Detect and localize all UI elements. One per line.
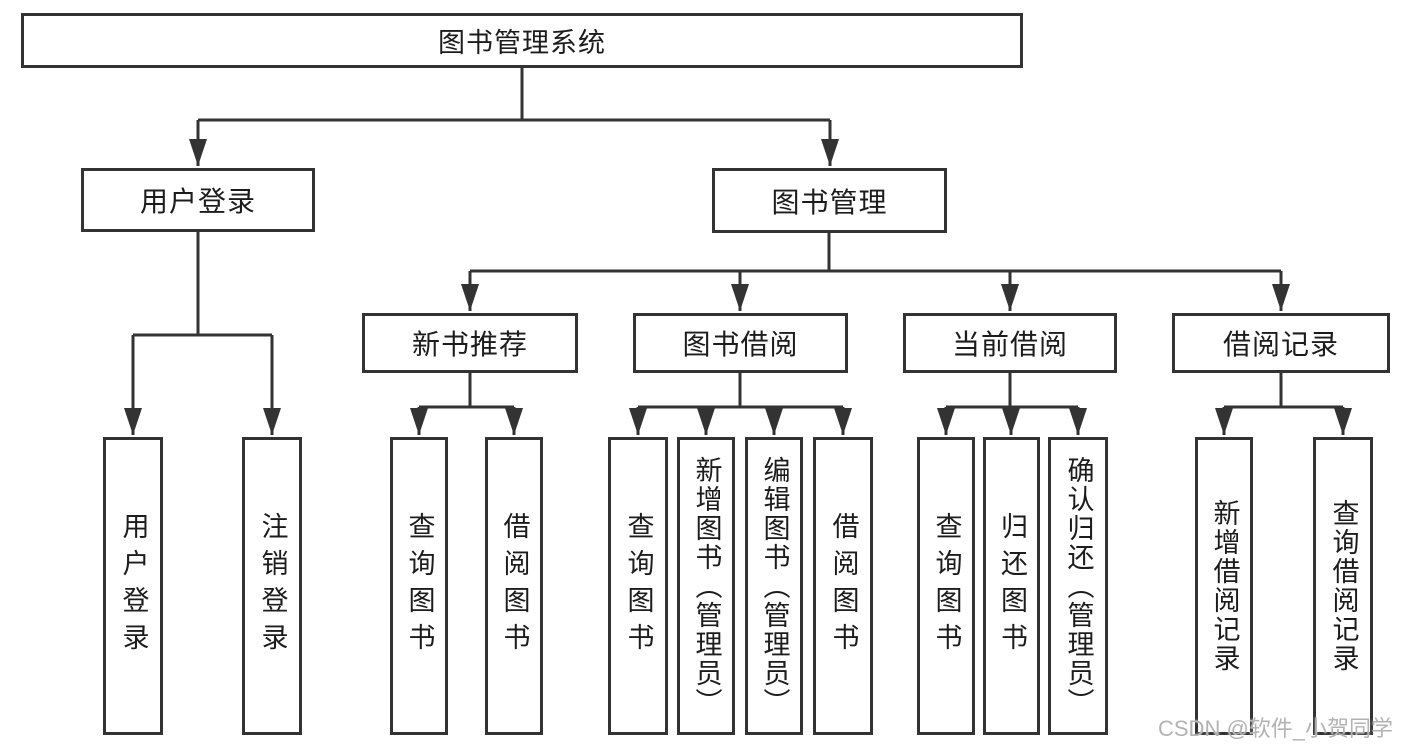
leaf-borrow-books: 借阅图书: [813, 437, 873, 735]
csdn-watermark: CSDN @软件_小贺同学: [1158, 716, 1394, 741]
leaf-query-borrow-record: 查询借阅记录: [1313, 437, 1373, 735]
leaf-confirm-return-admin: 确认归还（管理员）: [1048, 437, 1108, 735]
leaf-query-books-recommend: 查询图书: [390, 437, 448, 735]
leaf-add-book-admin: 新增图书（管理员）: [677, 437, 735, 735]
node-label: 新增图书（管理员）: [691, 455, 722, 717]
leaf-query-books-borrow: 查询图书: [608, 437, 668, 735]
node-label: 新书推荐: [411, 329, 528, 360]
node-label: 用户登录: [139, 186, 256, 217]
node-label: 归还图书: [997, 512, 1027, 660]
node-library-system: 图书管理系统: [21, 13, 1023, 68]
node-label: 注销登录: [257, 512, 288, 660]
leaf-borrow-books-recommend: 借阅图书: [485, 437, 543, 735]
node-borrow-records: 借阅记录: [1172, 313, 1390, 373]
node-label: 图书借阅: [682, 329, 799, 360]
leaf-user-login: 用户登录: [103, 437, 163, 735]
node-label: 用户登录: [118, 512, 149, 660]
node-book-management: 图书管理: [712, 168, 947, 233]
node-user-login: 用户登录: [81, 168, 315, 232]
node-label: 当前借阅: [951, 329, 1068, 360]
node-label: 查询图书: [623, 512, 654, 660]
node-label: 确认归还（管理员）: [1063, 455, 1094, 717]
leaf-query-books-current: 查询图书: [917, 437, 975, 735]
node-book-borrow: 图书借阅: [633, 313, 848, 373]
node-new-book-recommend: 新书推荐: [362, 313, 578, 373]
node-label: 编辑图书（管理员）: [759, 455, 790, 717]
node-label: 查询图书: [404, 512, 435, 660]
leaf-return-book: 归还图书: [983, 437, 1040, 735]
node-label: 图书管理系统: [438, 28, 606, 58]
leaf-edit-book-admin: 编辑图书（管理员）: [745, 437, 803, 735]
node-label: 借阅记录: [1222, 329, 1339, 360]
node-label: 查询借阅记录: [1328, 499, 1359, 673]
node-label: 新增借阅记录: [1209, 499, 1240, 673]
node-label: 借阅图书: [828, 512, 859, 660]
node-current-borrow: 当前借阅: [903, 313, 1117, 373]
node-label: 查询图书: [931, 512, 962, 660]
leaf-logout: 注销登录: [242, 437, 302, 735]
leaf-add-borrow-record: 新增借阅记录: [1195, 437, 1253, 735]
node-label: 借阅图书: [499, 512, 530, 660]
node-label: 图书管理: [771, 186, 888, 218]
